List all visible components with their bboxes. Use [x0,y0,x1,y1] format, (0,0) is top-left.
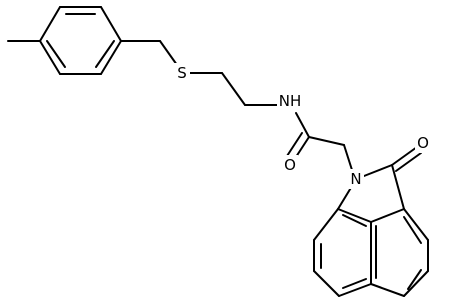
naph-bond-9 [403,270,429,297]
ethyl-bond-1 [221,72,246,106]
bond-layer [7,6,429,297]
atom-sulfur-mask [174,63,190,83]
naph-bond-2 [370,208,405,223]
tolyl-ring-inner-3 [46,40,66,68]
naph-inner-4 [407,269,422,290]
tolyl-ring-bond-4 [100,40,122,75]
naph-inner-2 [342,278,367,289]
atom-ring-nitrogen: N [348,169,364,189]
atom-ring-nitrogen-label: N [350,170,361,188]
atom-lactam-oxygen-mask [415,133,431,153]
naph-bond-3 [313,208,339,241]
atom-sulfur-label: S [177,64,187,82]
tolyl-ring-bond-1 [39,6,61,42]
atom-amide-oxygen-mask [282,155,298,175]
tolyl-ring-bond-6 [39,40,61,75]
carbonyl-ch2-bond [308,136,345,146]
atom-amide-oxygen-label: O [284,156,296,174]
naph-inner-5 [403,216,422,244]
naph-inner-6 [342,214,367,227]
naph-bond-1 [337,208,372,223]
ch2-sulfur-bond [159,40,178,66]
lactam-double-bond-2 [395,152,422,172]
atom-amide-oxygen: O [282,155,298,175]
atom-amide-nitrogen: NH [277,91,303,111]
ring-nitrogen-aromatic-bond [337,185,353,210]
naph-bond-6 [338,283,372,297]
carbonyl-double-bond-2 [286,132,303,157]
atom-lactam-oxygen: O [415,133,431,153]
tolyl-ring-inner-2 [95,40,115,68]
atom-sulfur: S [174,63,190,83]
naph-bond-8 [370,283,405,297]
ch2-ring-nitrogen-bond [343,144,353,171]
atom-amide-nitrogen-mask [277,91,303,111]
naph-bond-11 [403,208,429,241]
atom-amide-nitrogen-label: NH [279,92,302,110]
atom-lactam-oxygen-label: O [417,134,429,152]
nitrogen-carbonyl-bond [295,112,310,138]
lactam-double-bond-1 [391,146,418,166]
ring-nitrogen-carbonyl-bond [363,164,393,177]
tolyl-ring-bond-3 [100,6,122,42]
naph-bond-5 [313,270,340,297]
atom-ring-nitrogen-mask [348,169,364,189]
lactam-carbon-aromatic-bond [391,164,405,210]
